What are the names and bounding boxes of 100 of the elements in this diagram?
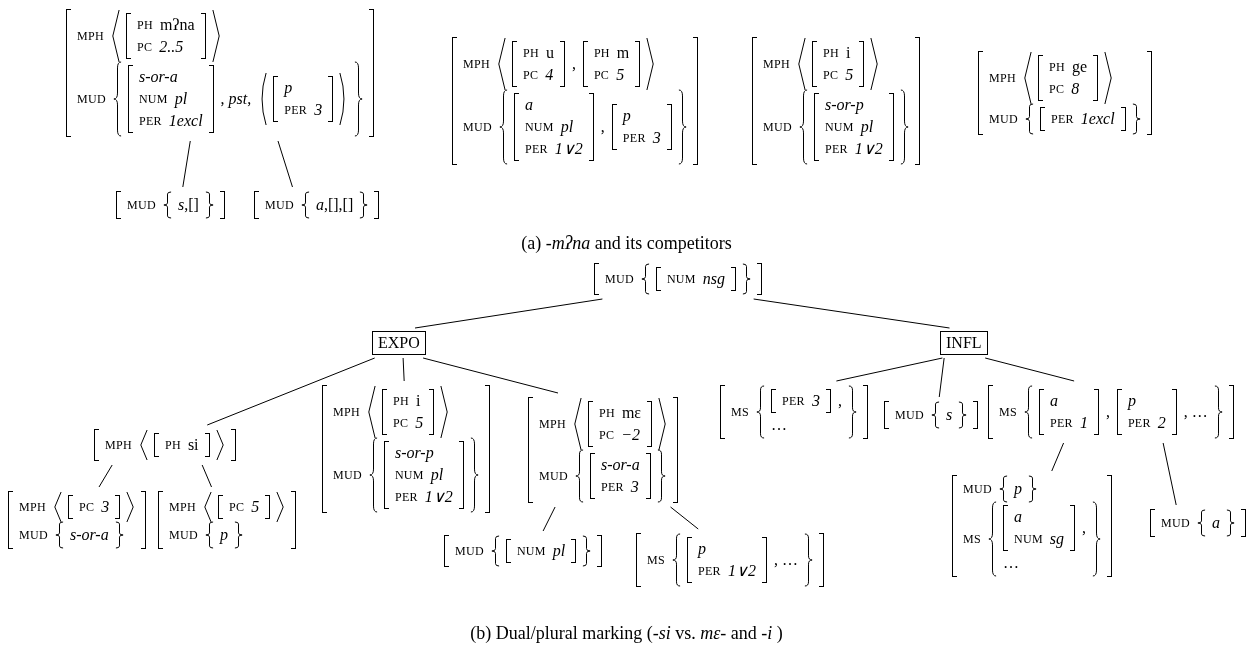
feature-value: si <box>187 435 199 455</box>
feature-value: s-or-a <box>138 67 178 87</box>
feature-value: pl <box>560 117 574 138</box>
feature-value: m <box>616 43 630 63</box>
feature-value: mʔna <box>159 15 195 35</box>
tree-branch-line <box>422 357 559 394</box>
feature-value: 3 <box>630 477 639 497</box>
feature-label: PH <box>598 405 615 422</box>
feature-value: s,[] <box>177 195 199 215</box>
feature-label: PC <box>822 67 839 84</box>
feature-label: MS <box>647 552 665 569</box>
tree-branch-line <box>277 140 293 188</box>
feature-label: MPH <box>19 499 46 516</box>
feature-label: MUD <box>895 407 924 424</box>
feature-value: 1excl <box>168 111 203 131</box>
feature-label: PH <box>522 45 539 62</box>
feature-label: MUD <box>989 111 1018 128</box>
feature-value: p <box>284 78 293 99</box>
tree-branch-line <box>984 357 1075 382</box>
category-box: EXPO <box>372 331 426 355</box>
feature-label: PC <box>228 499 245 516</box>
feature-label: PER <box>394 489 418 506</box>
feature-value: pl <box>430 465 444 486</box>
tree-branch-line <box>182 140 191 188</box>
feature-value: nsg <box>702 269 726 290</box>
tree-branch-line <box>835 357 943 382</box>
feature-value: , <box>1082 518 1087 538</box>
feature-label: MUD <box>265 197 294 214</box>
category-box: INFL <box>940 331 988 355</box>
feature-label: PER <box>1049 415 1073 432</box>
feature-label: PER <box>781 393 805 410</box>
tree-branch-line <box>1051 442 1065 472</box>
feature-label: PH <box>392 393 409 410</box>
feature-label: PC <box>593 67 610 84</box>
feature-value: … <box>770 415 787 435</box>
feature-value: p <box>219 525 228 546</box>
feature-value: s-or-a <box>69 525 109 545</box>
feature-label: MS <box>999 404 1017 421</box>
feature-value: 1 <box>1079 413 1088 433</box>
feature-label: NUM <box>138 91 168 108</box>
tree-branch-line <box>938 357 945 398</box>
feature-value: a <box>524 95 533 115</box>
feature-label: MS <box>963 531 981 548</box>
feature-label: PH <box>164 437 181 454</box>
feature-value: , <box>837 391 842 411</box>
feature-value: ge <box>1071 57 1087 78</box>
feature-label: NUM <box>524 119 554 136</box>
feature-value: , pst, <box>220 89 252 110</box>
tree-branch-line <box>201 464 212 488</box>
feature-value: 2 <box>1157 413 1166 433</box>
feature-value: a <box>1211 513 1220 533</box>
feature-label: PER <box>697 563 721 580</box>
feature-value: 3 <box>652 128 661 148</box>
feature-value: s <box>945 405 953 425</box>
tree-branch-line <box>1162 442 1177 506</box>
feature-label: MUD <box>1161 515 1190 532</box>
feature-label: PER <box>138 113 162 130</box>
feature-label: MUD <box>463 119 492 136</box>
feature-label: PER <box>600 479 624 496</box>
feature-label: PC <box>392 415 409 432</box>
feature-label: PER <box>524 141 548 158</box>
tree-branch-line <box>670 506 699 530</box>
tree-branch-line <box>542 506 556 532</box>
feature-label: PER <box>824 141 848 158</box>
feature-value: p <box>1127 391 1136 412</box>
feature-label: PH <box>822 45 839 62</box>
feature-label: MPH <box>169 499 196 516</box>
feature-value: −2 <box>621 425 640 445</box>
feature-value: … <box>1002 553 1019 573</box>
feature-value: 3 <box>314 100 323 120</box>
feature-label: MUD <box>455 543 484 560</box>
feature-value: 4 <box>545 65 554 85</box>
feature-value: p <box>1013 479 1022 500</box>
feature-value: , <box>1105 402 1110 422</box>
feature-value: 1excl <box>1080 109 1115 129</box>
tree-branch-line <box>98 464 113 488</box>
feature-value: 2..5 <box>159 37 184 57</box>
feature-value: p <box>622 106 631 127</box>
feature-value: , … <box>1183 402 1208 422</box>
feature-value: 3 <box>101 497 110 517</box>
feature-value: sg <box>1049 529 1065 550</box>
feature-label: MUD <box>127 197 156 214</box>
feature-value: i <box>845 43 851 63</box>
feature-value: 5 <box>845 65 854 85</box>
feature-label: NUM <box>666 271 696 288</box>
feature-value: a,[],[] <box>315 195 354 215</box>
feature-value: pl <box>174 89 188 110</box>
feature-label: NUM <box>824 119 854 136</box>
feature-value: , … <box>773 550 798 570</box>
feature-label: MUD <box>19 527 48 544</box>
feature-value: pl <box>552 541 566 562</box>
feature-label: PH <box>1048 59 1065 76</box>
figure-caption: (a) -mʔna and its competitors <box>521 232 732 255</box>
feature-value: 5 <box>251 497 260 517</box>
feature-value: pl <box>860 117 874 138</box>
feature-label: MPH <box>463 56 490 73</box>
feature-label: PER <box>284 102 308 119</box>
feature-value: 8 <box>1071 79 1080 99</box>
feature-label: PH <box>593 45 610 62</box>
feature-value: , <box>600 117 605 137</box>
